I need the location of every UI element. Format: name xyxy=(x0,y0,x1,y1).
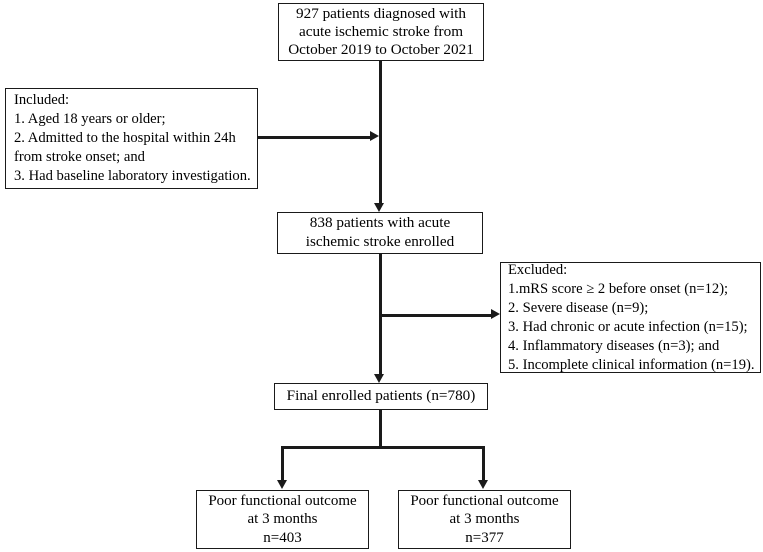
arrowhead-into-outcome-left xyxy=(277,480,287,489)
connector-top-to-enrolled xyxy=(379,61,382,205)
node-enrolled-cohort-line-2: ischemic stroke enrolled xyxy=(305,233,455,250)
connector-main-to-excluded xyxy=(380,314,492,317)
node-exclusion-criteria-item-3: 3. Had chronic or acute infection (n=15)… xyxy=(508,318,748,335)
node-outcome-right-line-2: at 3 months xyxy=(449,511,520,528)
node-exclusion-criteria-heading: Excluded: xyxy=(508,261,568,278)
node-diagnosed-cohort: 927 patients diagnosed with acute ischem… xyxy=(278,3,484,61)
arrowhead-into-enrolled xyxy=(374,203,384,212)
node-outcome-left: Poor functional outcome at 3 months n=40… xyxy=(196,490,369,549)
connector-split-left-drop xyxy=(281,446,284,482)
connector-split-bar xyxy=(281,446,485,449)
node-inclusion-criteria: Included: 1. Aged 18 years or older; 2. … xyxy=(5,88,258,189)
node-enrolled-cohort-line-1: 838 patients with acute xyxy=(309,214,451,232)
node-inclusion-criteria-heading: Included: xyxy=(14,92,70,108)
node-exclusion-criteria-item-5: 5. Incomplete clinical information (n=19… xyxy=(508,356,755,373)
node-outcome-right-line-1: Poor functional outcome xyxy=(410,492,559,509)
node-outcome-right-count: n=377 xyxy=(465,529,504,546)
node-outcome-right: Poor functional outcome at 3 months n=37… xyxy=(398,490,571,549)
node-inclusion-criteria-item-1: 1. Aged 18 years or older; xyxy=(14,111,166,127)
arrowhead-into-outcome-right xyxy=(478,480,488,489)
node-diagnosed-cohort-line-1: 927 patients diagnosed with xyxy=(296,4,466,22)
arrowhead-excluded xyxy=(491,309,500,319)
node-diagnosed-cohort-line-2: acute ischemic stroke from xyxy=(298,22,464,40)
node-inclusion-criteria-item-2b: from stroke onset; and xyxy=(14,149,145,165)
connector-final-to-split xyxy=(379,410,382,448)
node-outcome-left-line-2: at 3 months xyxy=(247,511,318,528)
node-exclusion-criteria-item-2: 2. Severe disease (n=9); xyxy=(508,299,649,316)
node-exclusion-criteria-item-4: 4. Inflammatory diseases (n=3); and xyxy=(508,337,720,354)
arrowhead-included xyxy=(370,131,379,141)
node-final-enrolled: Final enrolled patients (n=780) xyxy=(274,383,488,410)
node-exclusion-criteria: Excluded: 1.mRS score ≥ 2 before onset (… xyxy=(500,262,761,373)
connector-included-to-main xyxy=(258,136,372,139)
node-outcome-left-line-1: Poor functional outcome xyxy=(208,492,357,509)
node-diagnosed-cohort-line-3: October 2019 to October 2021 xyxy=(288,41,474,59)
node-inclusion-criteria-item-2a: 2. Admitted to the hospital within 24h xyxy=(14,130,236,146)
connector-split-right-drop xyxy=(482,446,485,482)
node-final-enrolled-line-1: Final enrolled patients (n=780) xyxy=(286,387,476,405)
node-outcome-left-count: n=403 xyxy=(263,529,302,546)
node-enrolled-cohort: 838 patients with acute ischemic stroke … xyxy=(277,212,483,254)
node-inclusion-criteria-item-3: 3. Had baseline laboratory investigation… xyxy=(14,168,251,184)
arrowhead-into-final xyxy=(374,374,384,383)
node-exclusion-criteria-item-1: 1.mRS score ≥ 2 before onset (n=12); xyxy=(508,280,729,297)
